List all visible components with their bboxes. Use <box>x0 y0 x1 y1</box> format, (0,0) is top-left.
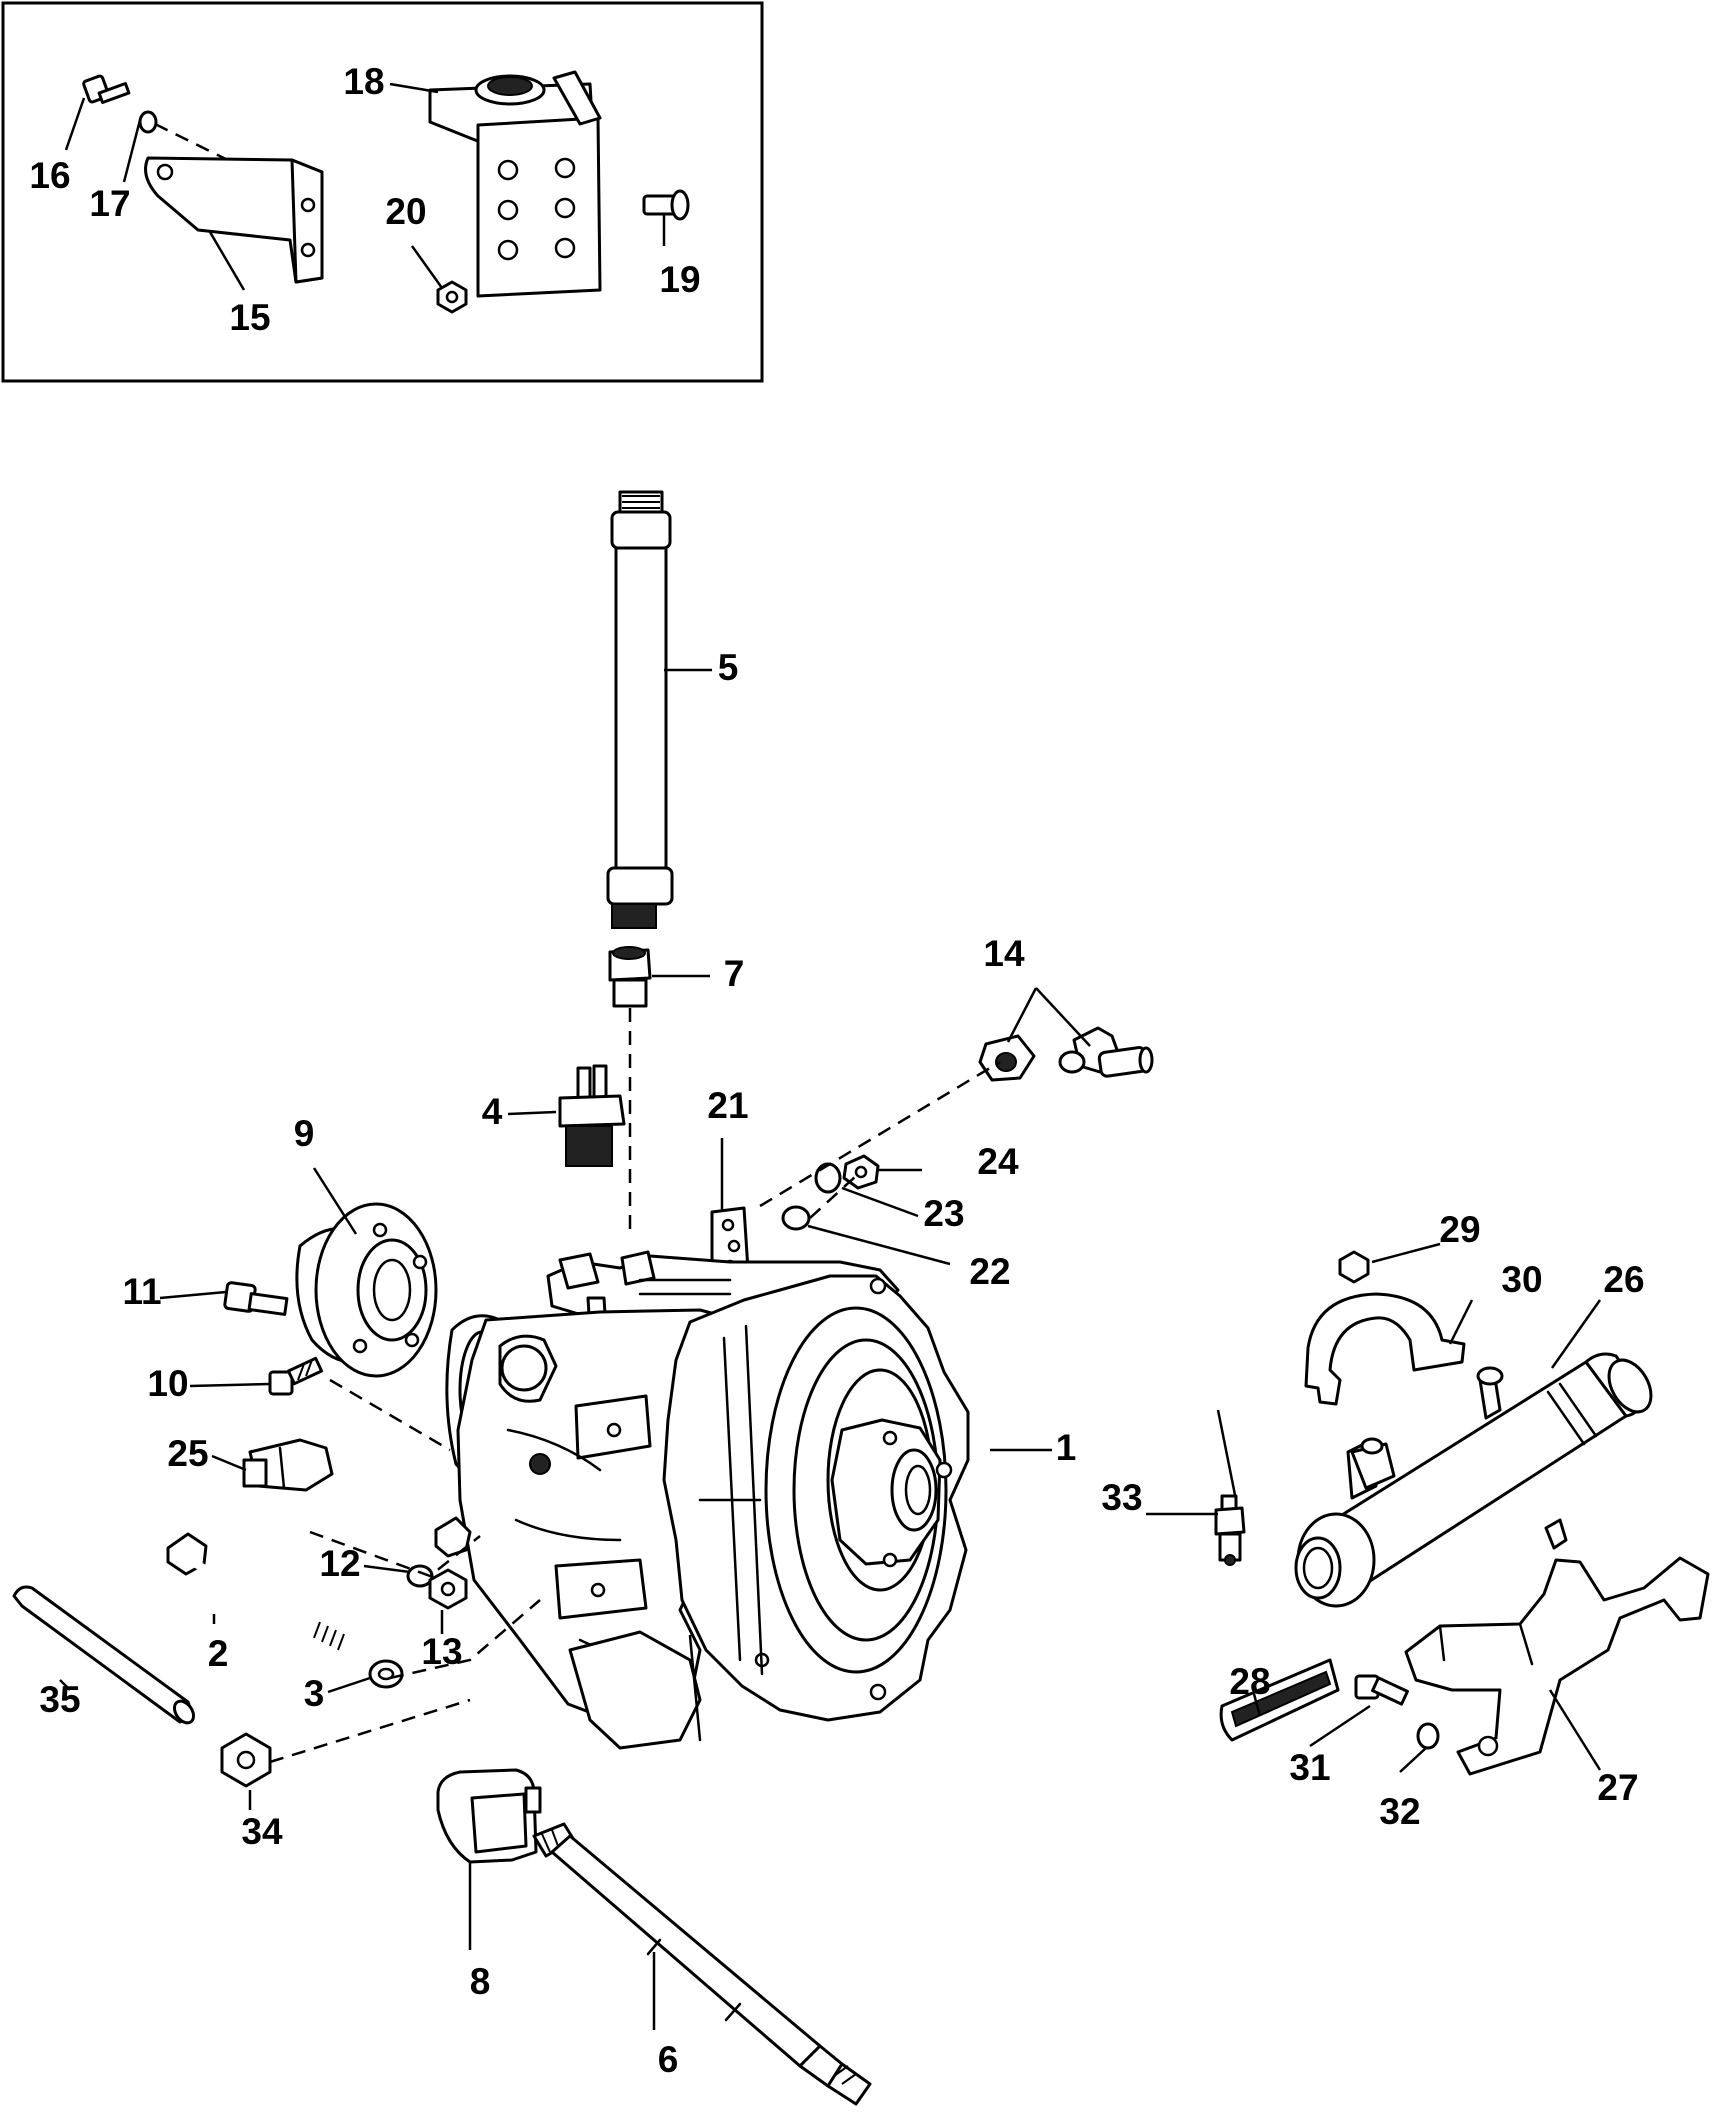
callout-22: 22 <box>969 1251 1010 1292</box>
part-flange-9 <box>295 1202 438 1378</box>
callout-29: 29 <box>1439 1209 1480 1250</box>
inset-bolt-19 <box>642 189 690 221</box>
callout-11: 11 <box>122 1271 161 1312</box>
callout-33: 33 <box>1101 1477 1142 1518</box>
part-bolt-10 <box>268 1356 324 1396</box>
part-hose-5 <box>606 490 674 929</box>
callout-12: 12 <box>319 1543 360 1584</box>
part-washer-22 <box>781 1205 811 1231</box>
part-sensor-33 <box>1214 1494 1246 1566</box>
callout-3: 3 <box>304 1673 325 1714</box>
callout-4: 4 <box>482 1091 503 1132</box>
callout-17: 17 <box>89 183 130 224</box>
part-bolt-11 <box>223 1281 289 1316</box>
inset-screw-16 <box>82 74 131 104</box>
part-exchanger-26 <box>1294 1352 1653 1608</box>
callout-28: 28 <box>1229 1661 1270 1702</box>
callout-9: 9 <box>294 1113 315 1154</box>
part-nut-29 <box>1338 1250 1370 1284</box>
part-nut-13 <box>428 1568 468 1610</box>
inset-washer-17 <box>138 110 158 134</box>
assembly-dashed-lines <box>269 1008 1001 1764</box>
part-washer-32 <box>1416 1722 1440 1750</box>
callout-8: 8 <box>470 1961 491 2002</box>
callout-26: 26 <box>1603 1259 1644 1300</box>
callout-21: 21 <box>707 1085 748 1126</box>
callout-24: 24 <box>977 1141 1019 1182</box>
leader-lines <box>59 82 1602 2030</box>
part-plug-25 <box>242 1438 334 1492</box>
callout-5: 5 <box>718 647 739 688</box>
callout-23: 23 <box>923 1193 964 1234</box>
callout-10: 10 <box>147 1363 188 1404</box>
callout-30: 30 <box>1501 1259 1542 1300</box>
callout-34: 34 <box>241 1811 283 1852</box>
callout-13: 13 <box>421 1631 462 1672</box>
part-lockwasher-23 <box>814 1162 842 1194</box>
callout-15: 15 <box>229 297 270 338</box>
part-strap-30 <box>1304 1292 1466 1406</box>
part-washer-3 <box>368 1659 404 1689</box>
part-rod-35 <box>12 1585 196 1725</box>
callout-2: 2 <box>208 1633 229 1674</box>
part-screw-31 <box>1354 1674 1409 1706</box>
part-strip-28 <box>1219 1658 1340 1742</box>
callout-20: 20 <box>385 191 426 232</box>
callout-6: 6 <box>658 2039 679 2080</box>
part-bracket-27 <box>1404 1518 1710 1776</box>
part-tube-6 <box>532 1822 872 2106</box>
callout-1: 1 <box>1056 1427 1077 1468</box>
part-elbow-14 <box>978 1026 1154 1082</box>
callout-25: 25 <box>167 1433 208 1474</box>
part-stud-2 <box>166 1532 356 1651</box>
callout-14: 14 <box>983 933 1025 974</box>
part-elbow-8 <box>436 1768 542 1864</box>
callout-19: 19 <box>659 259 700 300</box>
callout-7: 7 <box>724 953 745 994</box>
callout-32: 32 <box>1379 1791 1420 1832</box>
inset-clamp-18 <box>428 70 602 298</box>
callout-18: 18 <box>343 61 384 102</box>
inset-panel <box>1 1 764 383</box>
part-washer-12 <box>406 1564 434 1588</box>
part-sender-4 <box>558 1064 626 1167</box>
part-transmission-1 <box>434 1250 970 1750</box>
part-nut-34 <box>220 1732 272 1788</box>
part-fitting-7 <box>608 946 652 1008</box>
callout-16: 16 <box>29 155 70 196</box>
callout-labels: 1 2 3 4 5 6 7 8 9 10 11 12 13 14 15 16 1… <box>29 61 1644 2080</box>
inset-bracket-15 <box>144 156 324 284</box>
callout-31: 31 <box>1289 1747 1330 1788</box>
callout-27: 27 <box>1597 1767 1638 1808</box>
callout-35: 35 <box>39 1679 80 1720</box>
inset-nut-20 <box>436 280 468 314</box>
